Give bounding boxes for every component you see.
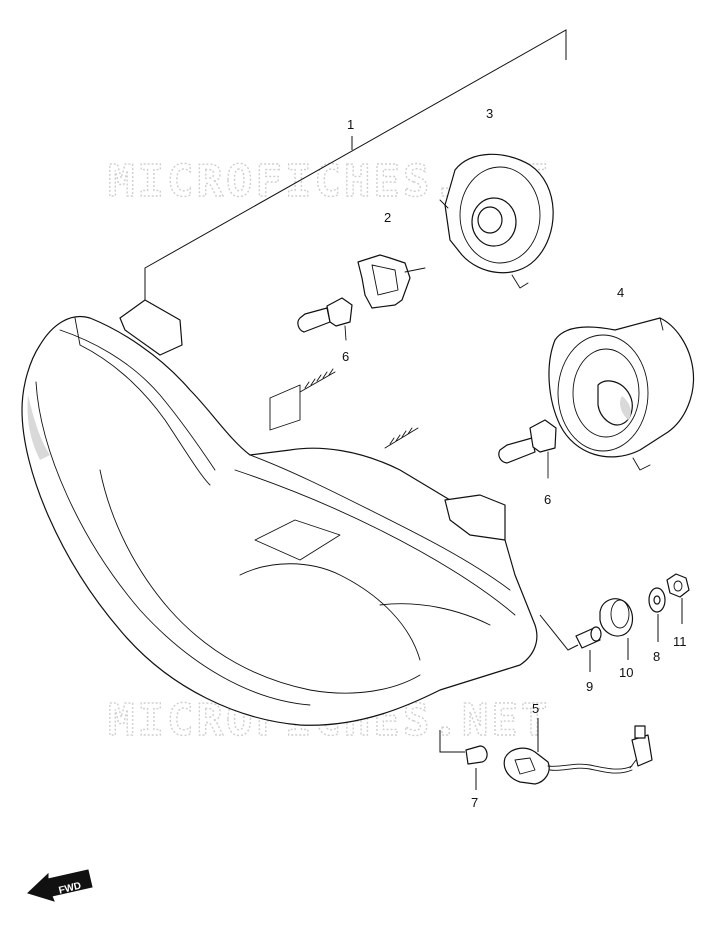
fwd-arrow-icon: FWD	[27, 869, 93, 902]
part-7-position-bulb	[439, 730, 488, 790]
callout-5: 5	[532, 701, 539, 716]
mounting-stud-upper	[299, 368, 336, 393]
callout-2: 2	[384, 210, 391, 225]
headlamp-housing	[21, 299, 538, 726]
callout-4: 4	[617, 285, 624, 300]
part-5-socket-wire	[503, 718, 653, 785]
leader-part-1	[144, 29, 567, 300]
callout-8: 8	[653, 649, 660, 664]
callout-3: 3	[486, 106, 493, 121]
callout-9: 9	[586, 679, 593, 694]
mounting-stud-lower	[384, 427, 419, 449]
part-11-nut	[666, 573, 690, 624]
part-6-bulb-upper	[297, 297, 353, 341]
leader-parts-9-11	[539, 614, 579, 651]
callout-6-lower: 6	[544, 492, 551, 507]
part-9-spacer	[575, 626, 602, 672]
callout-10: 10	[619, 665, 633, 680]
part-6-bulb-lower	[498, 419, 557, 479]
part-10-grommet	[599, 598, 634, 660]
part-8-washer	[648, 587, 666, 642]
callout-1: 1	[347, 117, 354, 132]
part-3-socket-cover	[439, 153, 554, 289]
part-4-reflector-cover	[548, 317, 695, 471]
part-2-bulb-holder	[357, 254, 426, 309]
callout-7: 7	[471, 795, 478, 810]
callout-11: 11	[673, 634, 687, 649]
fwd-label: FWD	[58, 880, 83, 896]
callout-6-upper: 6	[342, 349, 349, 364]
